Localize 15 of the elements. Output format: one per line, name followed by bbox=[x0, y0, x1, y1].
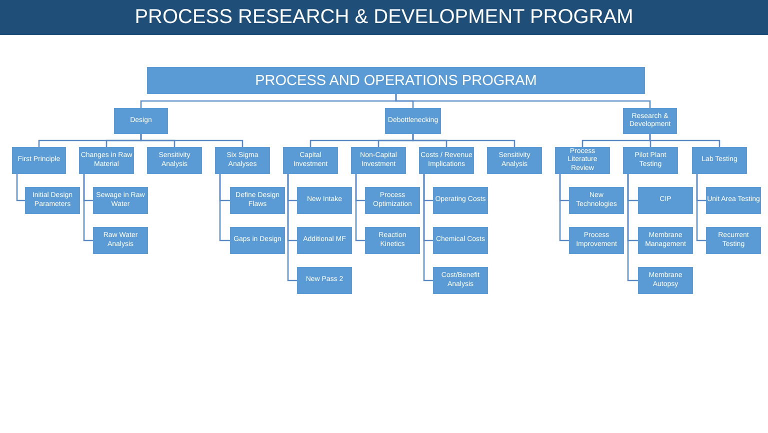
connector-line bbox=[83, 174, 93, 242]
connector-line bbox=[696, 174, 706, 242]
connector-line bbox=[355, 174, 365, 242]
connector-line bbox=[412, 134, 516, 147]
connector-line bbox=[395, 94, 651, 108]
title-banner: PROCESS RESEARCH & DEVELOPMENT PROGRAM bbox=[0, 0, 768, 35]
connector-line bbox=[140, 134, 244, 147]
connector-line bbox=[219, 174, 230, 242]
connector-line bbox=[649, 134, 720, 147]
connector-line bbox=[16, 174, 25, 202]
org-chart-box: PROCESS AND OPERATIONS PROGRAM bbox=[147, 67, 645, 94]
connector-line bbox=[423, 174, 433, 282]
connector-line bbox=[287, 174, 297, 282]
connector-line bbox=[559, 174, 569, 242]
connector-line bbox=[627, 174, 638, 282]
